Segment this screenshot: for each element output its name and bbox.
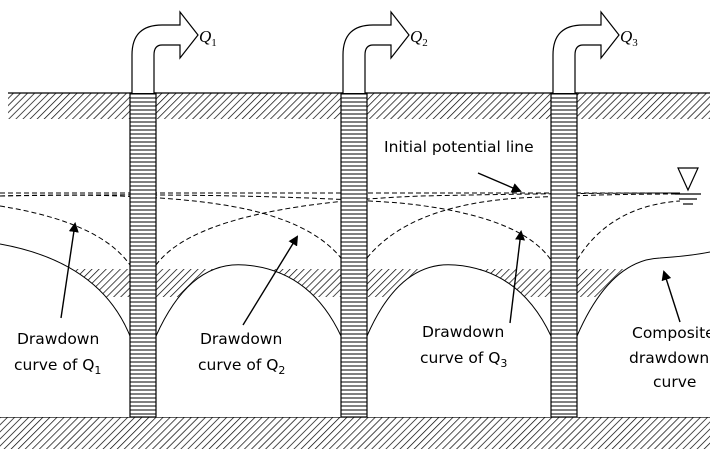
drawdown-q1-label: Drawdown curve of Q1 [14,330,101,377]
pointer-composite [661,270,681,323]
svg-text:Composite: Composite [632,324,710,342]
discharge-arrow-icon-3 [552,10,620,93]
discharge-arrow-icon-2 [342,10,410,93]
well-3 [550,92,578,418]
bottom-layer [0,416,710,449]
svg-text:drawdown: drawdown [629,349,709,367]
pointer-q1 [60,222,79,319]
svg-text:curve of Q2: curve of Q2 [198,356,285,377]
water-table-icon [675,167,701,205]
pointer-q2 [242,235,299,326]
pointer-initial-line [477,172,522,193]
svg-text:Drawdown: Drawdown [17,330,99,348]
well-1 [129,92,157,418]
well-label-q2: Q2 [410,27,428,49]
composite-drawdown-label: Composite drawdown curve [629,324,710,391]
drawdown-q3-label: Drawdown curve of Q3 [420,323,507,370]
well-label-q1: Q1 [199,27,217,49]
composite-drawdown-solid-curves [0,243,710,337]
well-2 [340,92,368,418]
discharge-arrow-icon-1 [131,10,199,93]
drawdown-q2-label: Drawdown curve of Q2 [198,330,285,377]
pointer-arrows [60,172,681,326]
cone-regions [0,244,710,417]
drawdown-curve-q2-right [366,193,681,259]
svg-text:Drawdown: Drawdown [200,330,282,348]
initial-potential-line-label: Initial potential line [384,138,534,156]
svg-text:curve of Q3: curve of Q3 [420,349,507,370]
drawdown-dashed-curves [0,192,681,266]
svg-text:curve: curve [653,373,696,391]
drawdown-curve-q3-right [576,200,681,261]
svg-text:curve of Q1: curve of Q1 [14,356,101,377]
pointer-q3 [509,230,526,324]
drawdown-curve-q1-right [155,192,681,266]
well-label-q3: Q3 [620,27,638,49]
svg-text:Drawdown: Drawdown [422,323,504,341]
